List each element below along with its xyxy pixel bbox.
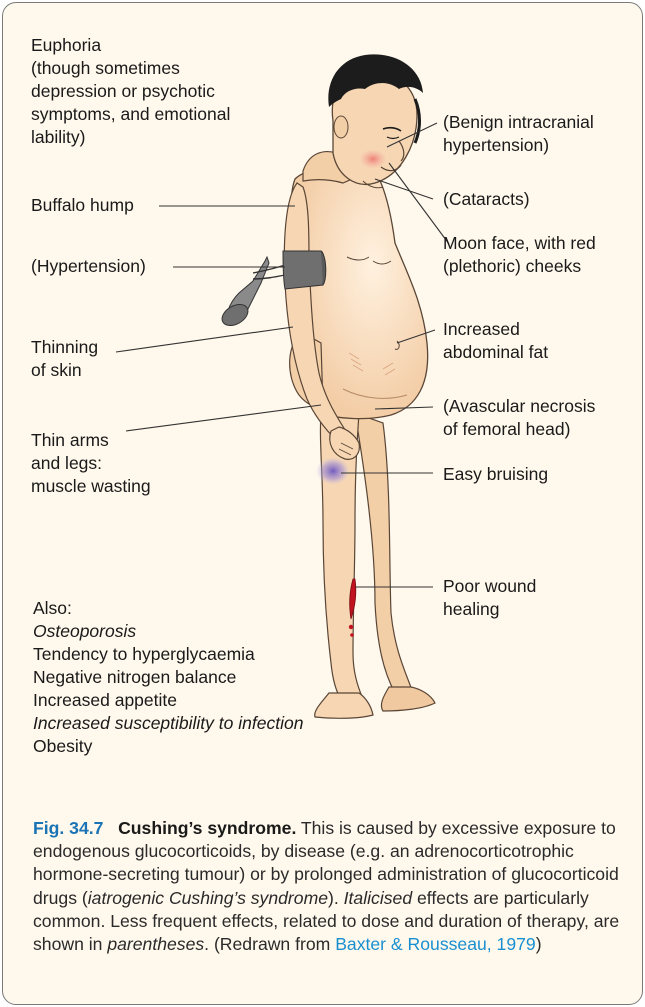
caption-italic: Italicised [344,888,412,908]
front-foot [315,693,373,718]
label-hypertension: (Hypertension) [31,255,146,278]
figure-title: Cushing’s syndrome. [118,818,296,838]
reference-link[interactable]: Baxter & Rousseau, 1979 [335,934,536,954]
label-euphoria: Euphoria (though sometimes depression or… [31,34,230,149]
label-cataracts: (Cataracts) [443,188,530,211]
ear [334,116,348,138]
figure-number: Fig. 34.7 [33,818,103,838]
label-thin-arms-legs: Thin arms and legs: muscle wasting [31,429,151,498]
also-item: Obesity [33,735,303,758]
back-foot [381,687,435,711]
label-poor-wound-healing: Poor wound healing [443,575,536,621]
also-item: Osteoporosis [33,620,303,643]
caption-text: ) [536,934,542,954]
label-buffalo-hump: Buffalo hump [31,194,134,217]
label-easy-bruising: Easy bruising [443,463,548,486]
label-benign-intracranial-hypertension: (Benign intracranial hypertension) [443,111,594,157]
label-thinning-of-skin: Thinning of skin [31,336,98,382]
figure-caption: Fig. 34.7 Cushing’s syndrome. This is ca… [33,817,623,956]
cheek [359,149,387,169]
caption-italic: parentheses [107,934,204,954]
label-avascular-necrosis: (Avascular necrosis of femoral head) [443,395,595,441]
also-item: Tendency to hyperglycaemia [33,643,303,666]
also-item: Increased susceptibility to infection [33,712,303,735]
also-item: Increased appetite [33,689,303,712]
caption-italic: iatrogenic Cushing’s syndrome [88,888,328,908]
also-heading: Also: [33,597,303,620]
bruise-mark [316,457,350,485]
caption-text: . (Redrawn from [204,934,335,954]
label-abdominal-fat: Increased abdominal fat [443,318,548,364]
back-leg [355,413,413,693]
also-item: Negative nitrogen balance [33,666,303,689]
caption-text: ). [328,888,344,908]
also-list: Also: Osteoporosis Tendency to hyperglyc… [33,597,303,758]
label-moon-face: Moon face, with red (plethoric) cheeks [443,232,596,278]
